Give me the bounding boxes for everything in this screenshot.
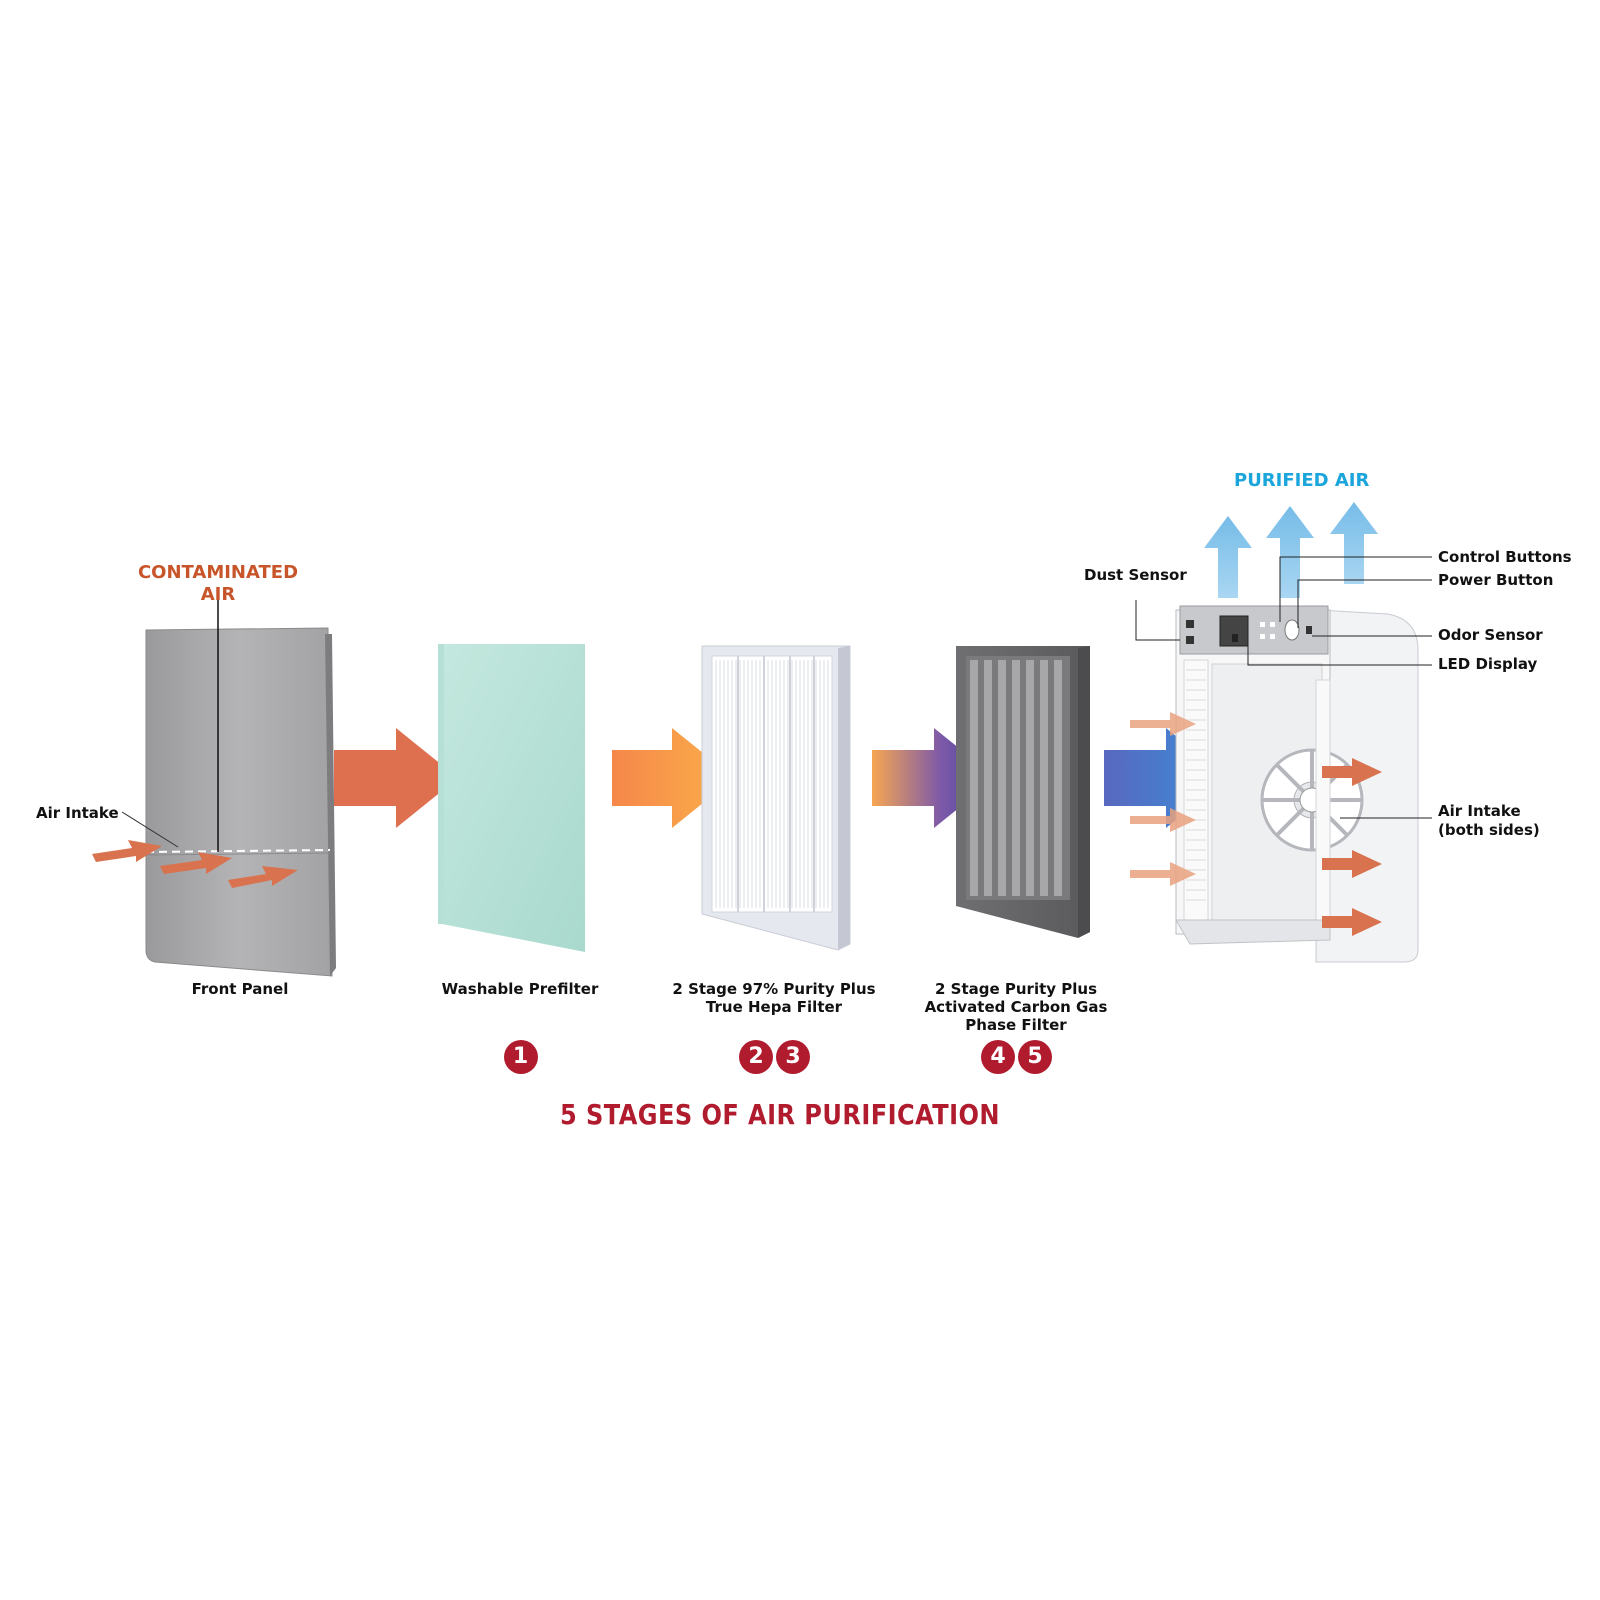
stage-number-badge: 4 [981,1040,1015,1074]
air-intake-right-line2: (both sides) [1438,821,1540,839]
purified-air-heading: PURIFIED AIR [1234,470,1370,491]
stage-number-badge: 2 [739,1040,773,1074]
air-intake-right-label: Air Intake (both sides) [1438,802,1540,840]
air-intake-left-label: Air Intake [36,804,119,822]
stage-number-badge: 5 [1018,1040,1052,1074]
unit-side-intake-arrows [1322,758,1382,936]
contaminated-air-heading: CONTAMINATED AIR [118,562,318,606]
washable-prefilter-graphic [438,644,585,952]
control-buttons-label: Control Buttons [1438,548,1572,566]
stage-caption-2: Washable Prefilter [390,980,650,998]
stage-caption-line: True Hepa Filter [705,998,843,1016]
carbon-filter-graphic [956,646,1090,938]
flow-arrow-2 [612,728,734,828]
stage-number-badge: 3 [776,1040,810,1074]
hepa-filter-graphic [701,645,851,951]
callout-lines [1135,556,1432,819]
stage-caption-line: Washable Prefilter [441,980,599,998]
stage-number-badge: 1 [503,1040,538,1074]
power-button-label: Power Button [1438,571,1554,589]
contaminated-air-line2: AIR [200,584,236,605]
air-purifier-unit-graphic [1175,605,1419,963]
dust-sensor-label: Dust Sensor [1084,566,1187,584]
air-intake-right-line1: Air Intake [1438,802,1521,820]
stage-caption-line: Activated Carbon Gas [924,998,1108,1016]
purified-air-arrows [1204,502,1378,598]
contaminated-intake-arrows [92,840,298,888]
contaminated-air-line1: CONTAMINATED [137,562,299,583]
stage-caption-line: Phase Filter [965,1016,1067,1034]
led-display-label: LED Display [1438,655,1538,673]
stage-caption-line: 2 Stage 97% Purity Plus [672,980,876,998]
unit-intake-arrows [1130,712,1196,886]
main-title: 5 STAGES OF AIR PURIFICATION [559,1098,1001,1131]
stage-caption-line: Front Panel [191,980,289,998]
stage-caption-1: Front Panel [110,980,370,998]
front-panel-graphic [121,598,336,977]
flow-arrow-1 [334,728,458,828]
main-title-wrap: 5 STAGES OF AIR PURIFICATION [0,1098,1560,1131]
odor-sensor-label: Odor Sensor [1438,626,1543,644]
stage-caption-line: 2 Stage Purity Plus [934,980,1097,998]
stage-badges-2: 1 [503,1040,541,1074]
